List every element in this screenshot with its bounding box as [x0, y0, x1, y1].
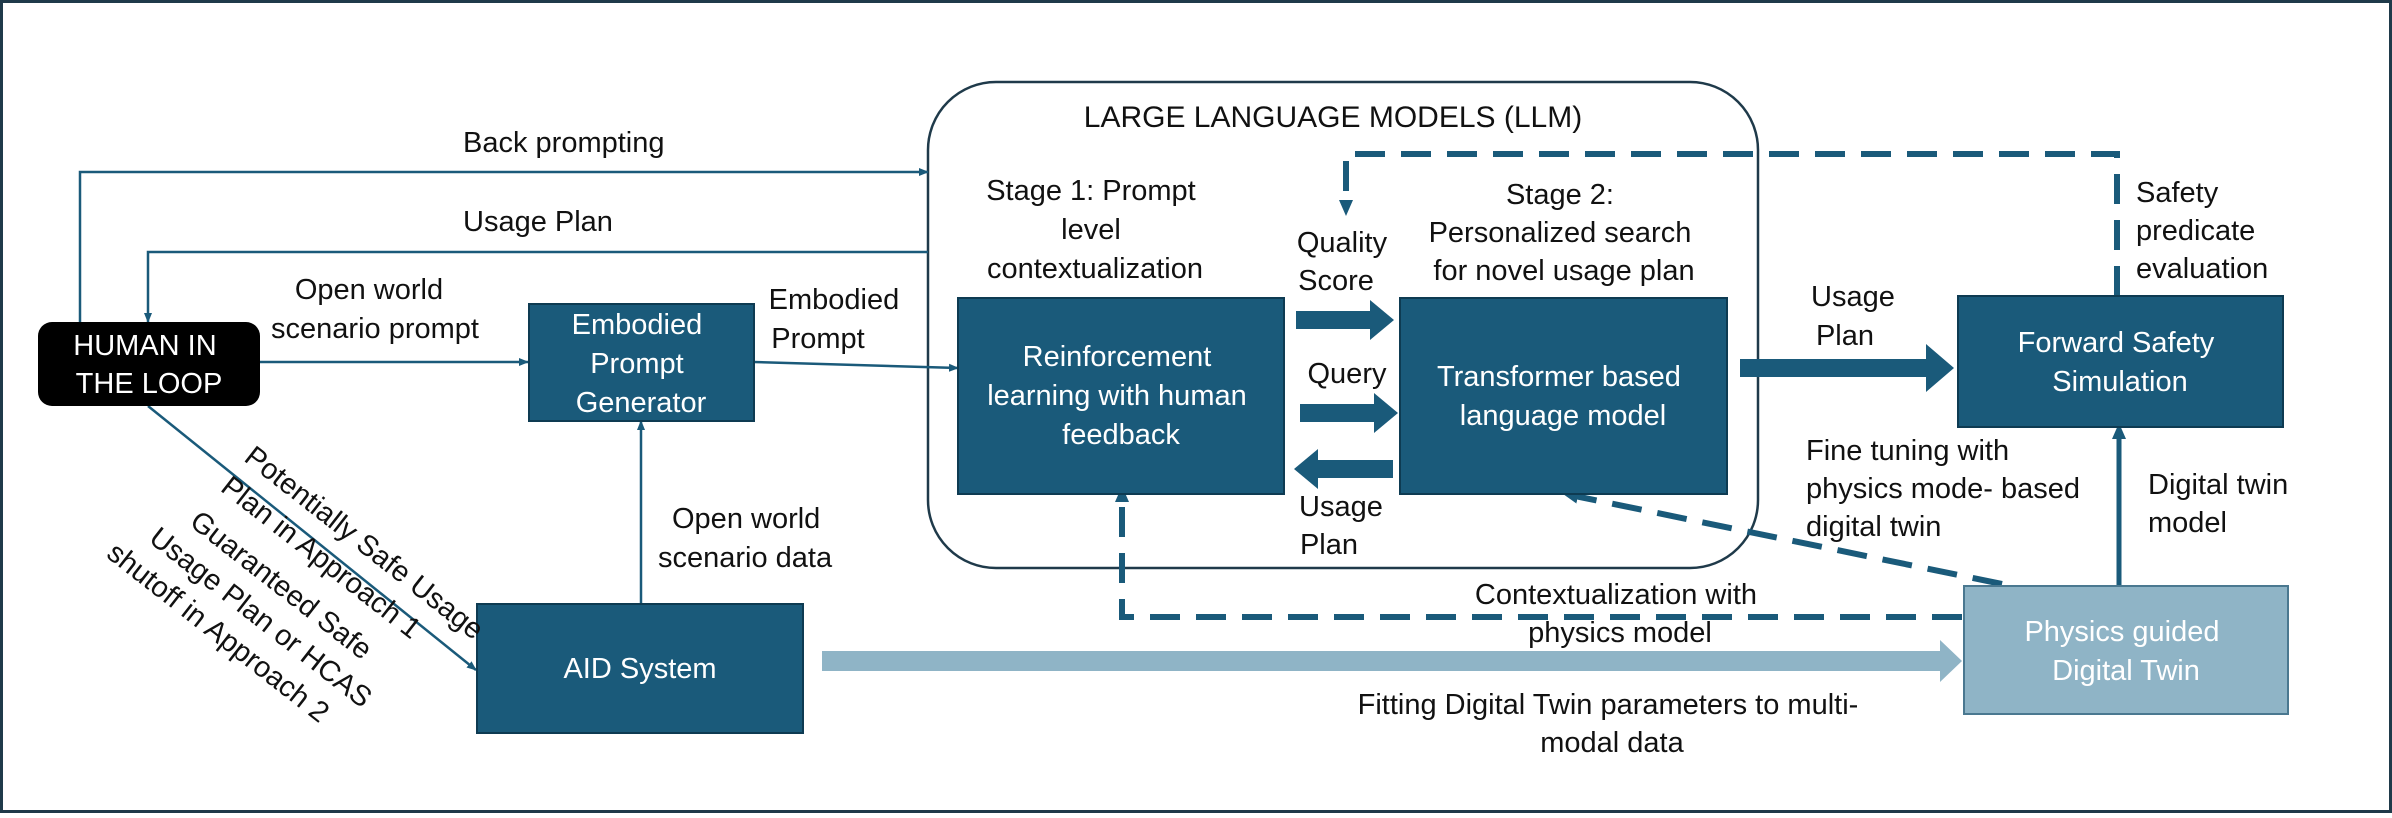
digital-twin-model-label: Digital twin model [2148, 469, 2296, 539]
rlhf-box [957, 297, 1285, 495]
human-in-loop-label: HUMAN IN THE LOOP [73, 330, 224, 400]
fine-tuning-label: Fine tuning with physics mode- based dig… [1806, 435, 2088, 543]
usage-plan-block-arrow [1740, 344, 1954, 392]
quality-score-label: Quality Score [1297, 227, 1395, 297]
forward-safety-label: Forward Safety Simulation [2018, 327, 2223, 398]
digital-twin-box [1963, 585, 2289, 715]
query-label: Query [1308, 358, 1387, 390]
open-world-data-label: Open world scenario data [658, 503, 833, 574]
fitting-label: Fitting Digital Twin parameters to multi… [1358, 689, 1867, 759]
contextualization-label: Contextualization with physics model [1475, 579, 1765, 649]
contextualization-dashed-arrow [1115, 486, 1962, 620]
llm-container [926, 80, 1760, 570]
forward-safety-box [1957, 295, 2284, 428]
embodied-prompt-arrow [753, 360, 959, 372]
usage-plan-back-block-arrow [1294, 449, 1393, 489]
usage-plan-right-label: Usage Plan [1811, 281, 1903, 352]
back-prompting-label: Back prompting [463, 127, 665, 159]
usage-plan-back-label: Usage Plan [1299, 491, 1391, 561]
quality-score-block-arrow [1296, 300, 1394, 340]
stage2-label: Stage 2: Personalized search for novel u… [1429, 179, 1700, 287]
safety-predicate-dashed-arrow [1339, 151, 2120, 296]
transformer-box [1399, 297, 1728, 495]
human-in-loop-box [38, 322, 260, 406]
usage-plan-top-label: Usage Plan [463, 206, 613, 238]
aid-system-box [476, 603, 804, 734]
fine-tuning-dashed-arrow [1562, 489, 2003, 587]
aid-system-label: AID System [563, 653, 716, 685]
rlhf-label: Reinforcement learning with human feedba… [987, 341, 1255, 451]
transformer-label: Transformer based language model [1437, 361, 1689, 432]
digital-twin-label: Physics guided Digital Twin [2024, 616, 2227, 687]
llm-title: LARGE LANGUAGE MODELS (LLM) [1084, 101, 1582, 134]
open-world-prompt-label: Open world scenario prompt [271, 274, 479, 345]
embodied-prompt-label: Embodied Prompt [769, 284, 908, 355]
back-prompting-arrow [78, 168, 929, 322]
fitting-block-arrow [822, 640, 1962, 682]
human-to-aid-arrow [147, 405, 477, 671]
safety-predicate-label: Safety predicate evaluation [2136, 177, 2268, 285]
stage1-label: Stage 1: Prompt level contextualization [986, 175, 1204, 285]
query-block-arrow [1300, 393, 1398, 433]
usage-plan-return-arrow [144, 250, 928, 323]
embodied-prompt-generator-label: Embodied Prompt Generator [572, 309, 711, 419]
embodied-prompt-generator-box [528, 303, 755, 422]
